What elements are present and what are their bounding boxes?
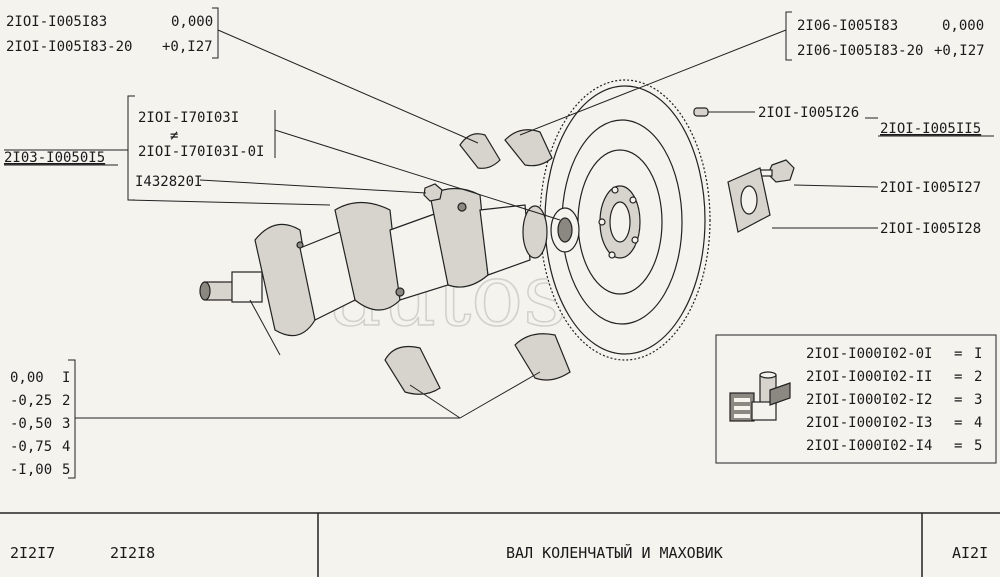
footer-title: ВАЛ КОЛЕНЧАТЫЙ И МАХОВИК — [506, 543, 723, 562]
callout-code: 2I06-I005I83 — [797, 18, 898, 34]
callout-washer: 2IOI-I005I28 — [880, 221, 981, 237]
size-index: I — [62, 370, 70, 386]
kit-num: 4 — [974, 415, 982, 431]
footer-page: AI2I — [952, 544, 988, 562]
kit-code: 2IOI-I000I02-I3 — [806, 415, 932, 431]
callout-value: 0,000 — [171, 14, 213, 30]
kit-code: 2IOI-I000I02-I2 — [806, 392, 932, 408]
callout-code: 2IOI-I70I03I — [138, 110, 239, 126]
callout-value: +0,I27 — [934, 43, 985, 59]
callout-pin: 2IOI-I005I26 — [758, 105, 859, 121]
callout-code: 2IOI-I005I83 — [6, 14, 107, 30]
kit-eq: = — [954, 415, 962, 431]
kit-code: 2IOI-I000I02-I4 — [806, 438, 932, 454]
footer-model-2: 2I2I8 — [110, 544, 155, 562]
crankshaft — [199, 187, 580, 337]
callout-code: 2I06-I005I83-20 — [797, 43, 923, 59]
callout-bolt: 2IOI-I005I27 — [880, 180, 981, 196]
bolt — [759, 159, 795, 183]
size-index: 4 — [62, 439, 70, 455]
leader-lines — [4, 7, 879, 479]
kit-code: 2IOI-I000I02-II — [806, 369, 932, 385]
size-index: 3 — [62, 416, 70, 432]
callout-top-right: 2I06-I005I83 0,000 2I06-I005I83-20 +0,I2… — [797, 18, 985, 59]
kit-icon — [729, 371, 791, 422]
kit-eq: = — [954, 392, 962, 408]
size-value: -0,25 — [10, 393, 52, 409]
pin — [693, 107, 709, 117]
callout-top-left: 2IOI-I005I83 0,000 2IOI-I005I83-20 +0,I2… — [6, 14, 213, 55]
callout-thrust: 2IOI-I70I03I ≠ 2IOI-I70I03I-0I — [138, 110, 264, 160]
washer — [727, 167, 771, 233]
flywheel — [539, 79, 711, 361]
kit-num: I — [974, 346, 982, 362]
lower-bearing-shells — [384, 333, 571, 395]
callout-nut: I432820I — [135, 174, 202, 190]
kit-code: 2IOI-I000I02-0I — [806, 346, 932, 362]
footer: 2I2I7 2I2I8 ВАЛ КОЛЕНЧАТЫЙ И МАХОВИК AI2… — [0, 512, 1000, 577]
size-value: -0,50 — [10, 416, 52, 432]
callout-assembly-left: 2I03-I0050I5 — [4, 150, 105, 166]
upper-bearing-shells — [459, 129, 553, 169]
size-index: 2 — [62, 393, 70, 409]
footer-model-1: 2I2I7 — [10, 544, 55, 562]
size-value: 0,00 — [10, 370, 44, 386]
size-value: -0,75 — [10, 439, 52, 455]
neq-sign: ≠ — [170, 128, 178, 144]
callout-value: 0,000 — [942, 18, 984, 34]
kit-eq: = — [954, 438, 962, 454]
callout-flywheel-assembly: 2IOI-I005II5 — [880, 121, 981, 137]
size-index: 5 — [62, 462, 70, 478]
kit-num: 5 — [974, 438, 982, 454]
kit-eq: = — [954, 346, 962, 362]
kit-num: 2 — [974, 369, 982, 385]
kit-table: 2IOI-I000I02-0I = I 2IOI-I000I02-II = 2 … — [715, 334, 997, 464]
nut — [423, 183, 443, 202]
callout-code: 2IOI-I70I03I-0I — [138, 144, 264, 160]
size-list: 0,00 I -0,25 2 -0,50 3 -0,75 4 -I,00 5 — [10, 370, 70, 478]
kit-num: 3 — [974, 392, 982, 408]
size-value: -I,00 — [10, 462, 52, 478]
callout-code: 2IOI-I005I83-20 — [6, 39, 132, 55]
kit-eq: = — [954, 369, 962, 385]
callout-value: +0,I27 — [162, 39, 213, 55]
